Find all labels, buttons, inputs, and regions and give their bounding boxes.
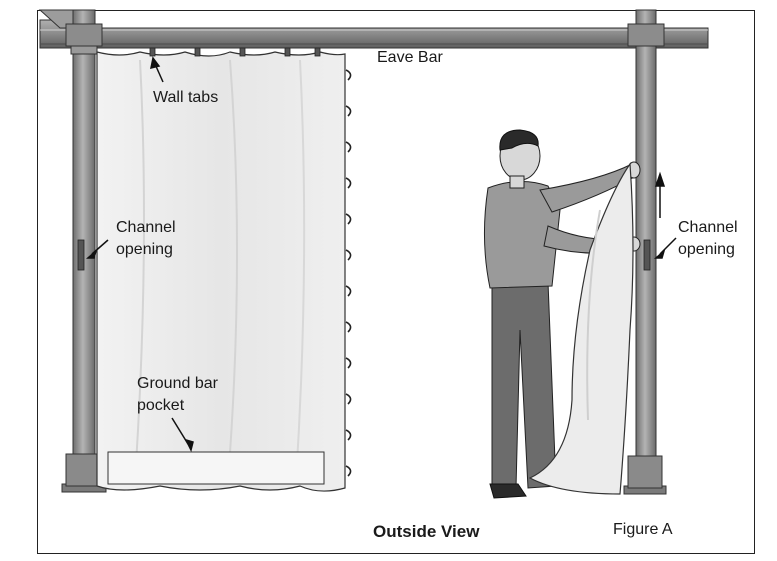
figure-border (37, 10, 755, 554)
eave-bar (38, 9, 709, 49)
sidewall-curtain (96, 47, 346, 492)
right-post (623, 9, 667, 495)
edge-hooks (345, 69, 352, 477)
label-channel-opening-left-2: opening (116, 241, 173, 258)
label-wall-tabs: Wall tabs (153, 89, 219, 106)
label-channel-opening-right-2: opening (678, 241, 735, 258)
left-post (61, 9, 107, 493)
caption-figure: Figure A (613, 521, 673, 538)
label-ground-bar-pocket-1: Ground bar (137, 375, 218, 392)
sidewall-being-installed (528, 162, 634, 495)
leader-arrows (86, 56, 677, 453)
label-ground-bar-pocket-2: pocket (137, 397, 185, 414)
caption-outside-view: Outside View (373, 522, 480, 541)
label-channel-opening-right-1: Channel (678, 219, 738, 236)
label-eave-bar: Eave Bar (377, 49, 443, 66)
wall-tabs (149, 47, 321, 57)
label-channel-opening-left-1: Channel (116, 219, 176, 236)
ground-bar-pocket (107, 451, 325, 485)
person-installer (483, 129, 641, 499)
